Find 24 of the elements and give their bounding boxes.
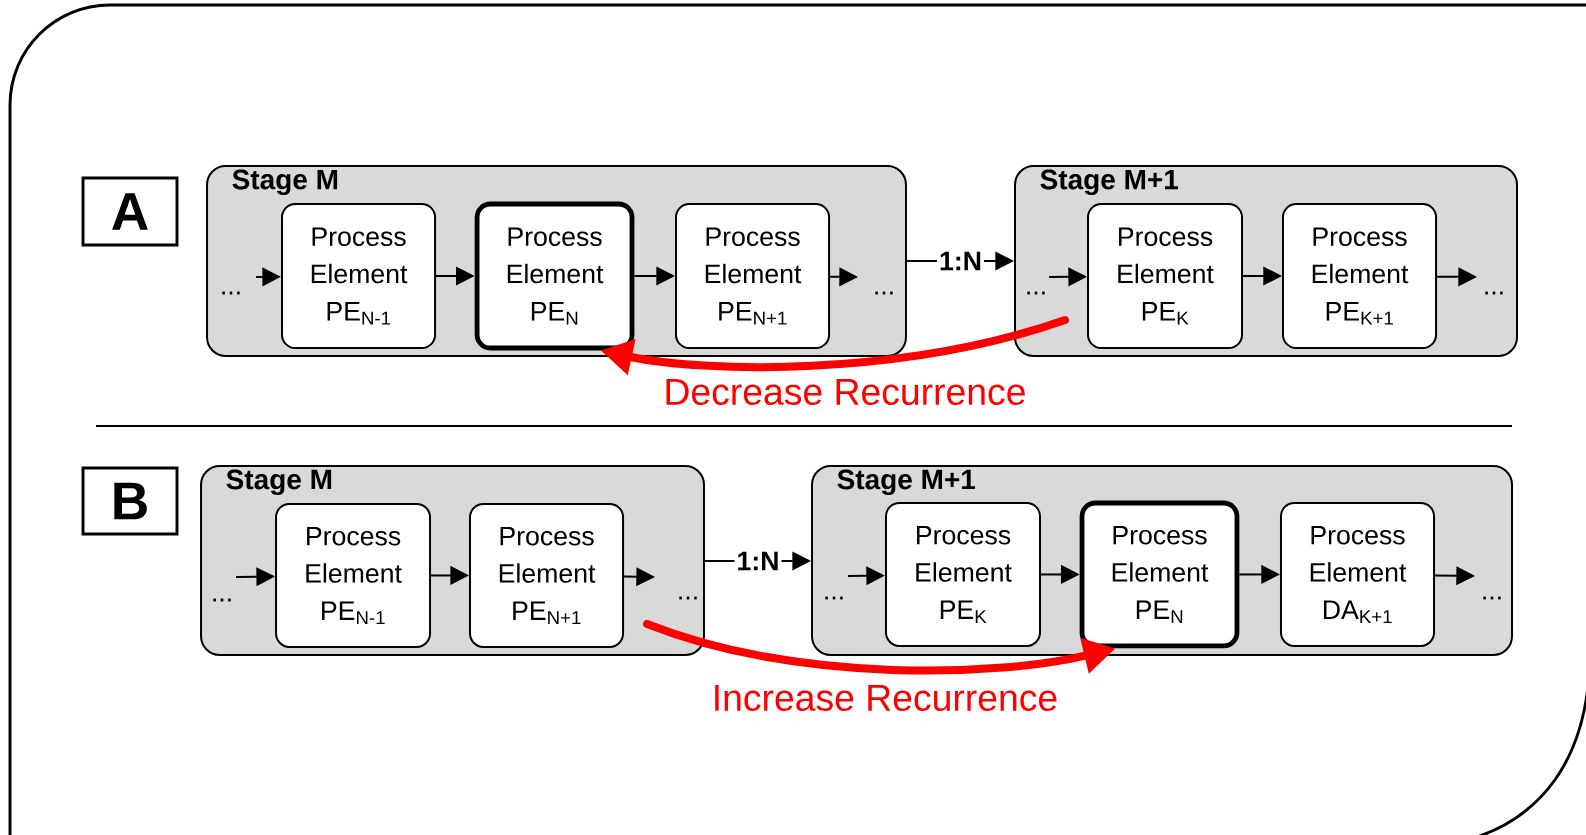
edge-label: 1:N — [734, 549, 782, 573]
process-box: Process Element PE$_{N}$ — [474, 201, 635, 351]
ellipsis: ... — [825, 596, 843, 600]
process-box: Process Element PE$_{N+1}$ — [469, 503, 625, 648]
process-box: Process Element PE$_{N-1}$ — [275, 503, 432, 648]
ellipsis: ... — [1483, 596, 1501, 600]
ellipsis: ... — [875, 291, 893, 295]
ellipsis: ... — [1485, 291, 1503, 295]
ellipsis: ... — [213, 598, 231, 602]
edge-label: Decrease Recurrence — [661, 376, 1029, 407]
ellipsis: ... — [222, 291, 240, 295]
process-box: Process Element PE$_{N+1}$ — [675, 203, 831, 349]
process-box: Process Element PE$_{K}$ — [1087, 203, 1243, 349]
ellipsis: ... — [1027, 291, 1045, 295]
ellipsis: ... — [679, 596, 697, 600]
edge-label: Increase Recurrence — [709, 682, 1061, 713]
process-box: Process Element PE$_{K+1}$ — [1281, 203, 1438, 349]
panel-letter: B — [81, 466, 179, 536]
process-box: Process Element PE$_{K}$ — [885, 502, 1041, 647]
process-box: Process Element DA$_{K+1}$ — [1279, 502, 1436, 647]
process-box: Process Element PE$_{N}$ — [1079, 500, 1240, 649]
panel-letter: A — [81, 176, 179, 247]
edge-label: 1:N — [937, 249, 984, 273]
process-box: Process Element PE$_{N-1}$ — [281, 203, 437, 349]
